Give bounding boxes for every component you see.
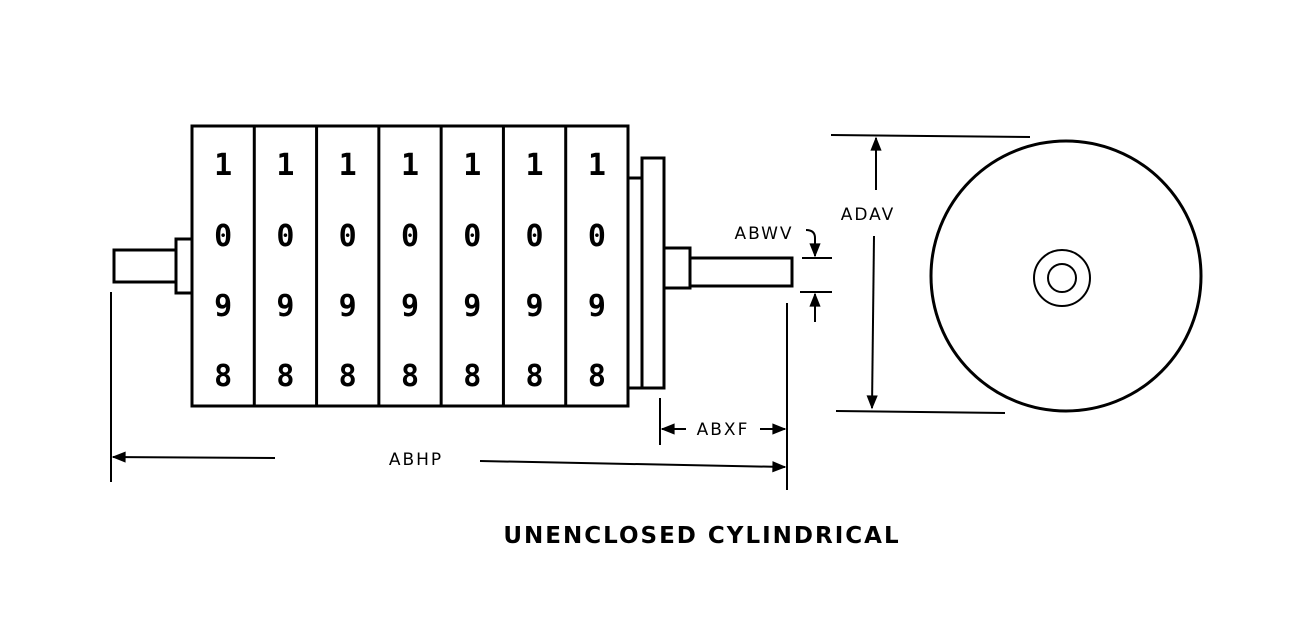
shaft-collar-circle [1033,249,1091,307]
wheel-digit: 0 [214,219,232,254]
wheel-digit: 0 [401,219,419,254]
wheel-digit: 0 [588,219,606,254]
extension-line [830,134,1031,138]
wheel-digit: 9 [339,289,357,324]
right-flange-inner [626,176,644,390]
wheel-digit: 0 [339,219,357,254]
wheel-digit: 8 [339,359,357,394]
wheel-digit: 8 [588,359,606,394]
wheel-digit: 0 [463,219,481,254]
left-shaft-collar [174,237,194,295]
body-outline [929,139,1203,413]
wheel-digit: 8 [526,359,544,394]
dim-label-abwv: ABWV [734,224,793,244]
wheel-digit: 9 [588,289,606,324]
wheel-digit: 0 [526,219,544,254]
end-view: ADAV [830,134,1203,414]
wheel-digit: 1 [276,148,294,183]
dim-label-adav: ADAV [841,205,896,225]
wheel-digit: 1 [588,148,606,183]
wheel-digit: 9 [526,289,544,324]
arrow-right [479,460,787,473]
left-shaft [112,248,178,284]
wheel-digit: 9 [276,289,294,324]
wheel-digit: 0 [276,219,294,254]
dim-label-abxf: ABXF [697,420,750,440]
wheel-digit: 9 [214,289,232,324]
dimension-shaft-extension: ABXF [659,303,788,490]
shaft-circle [1047,263,1077,293]
wheel-digit: 9 [401,289,419,324]
arrow-down [805,229,821,258]
extension-line [835,410,1006,414]
wheel-digit: 9 [463,289,481,324]
wheel-digit: 8 [401,359,419,394]
right-shaft-collar [662,246,692,290]
right-shaft [688,256,794,288]
arrow-down [866,235,878,410]
drawing-caption: UNENCLOSED CYLINDRICAL [503,523,900,549]
right-flange-outer [640,156,666,390]
wheel-digit: 1 [339,148,357,183]
wheel-digit: 8 [214,359,232,394]
dimension-shaft-diameter: ABWV [734,224,832,322]
arrow-left [111,451,276,463]
dim-label-abhp: ABHP [389,450,443,470]
wheel-digit: 1 [463,148,481,183]
wheel-digit: 1 [526,148,544,183]
wheel-digit: 1 [214,148,232,183]
wheel-digit: 1 [401,148,419,183]
dimension-overall-length: ABHP [110,292,787,482]
wheel-digit: 8 [463,359,481,394]
wheel-digit: 8 [276,359,294,394]
